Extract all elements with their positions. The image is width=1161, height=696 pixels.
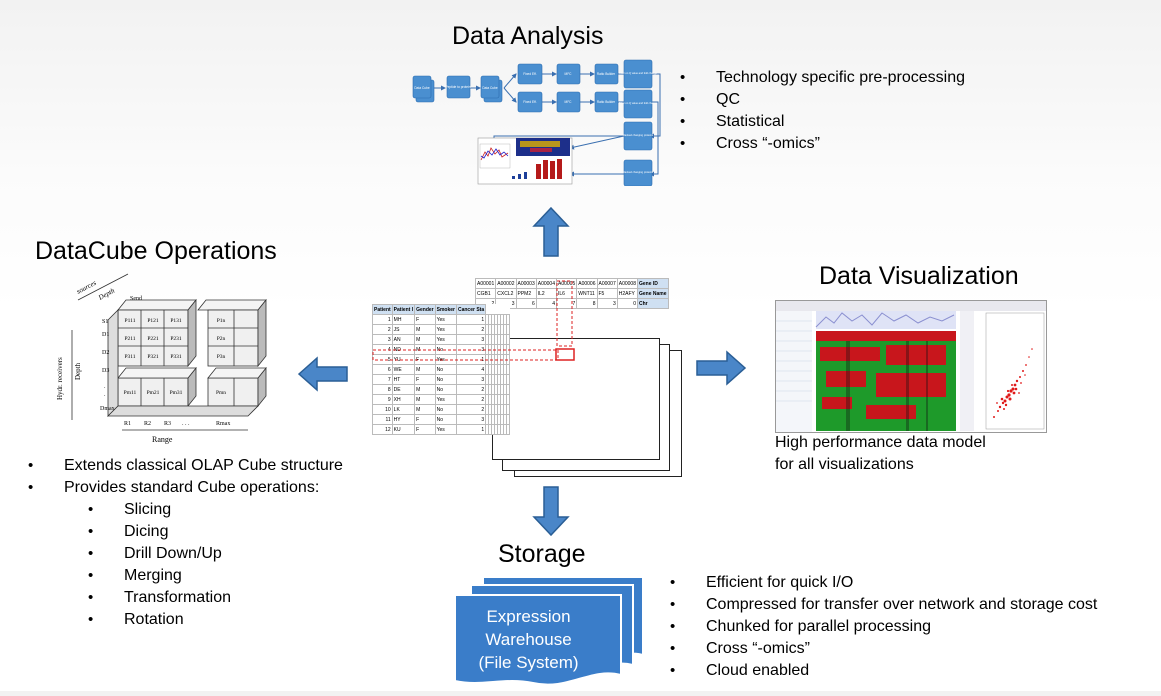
svg-text:.: . xyxy=(104,384,106,390)
svg-text:S1: S1 xyxy=(102,319,108,325)
warehouse-label: Expression Warehouse (File System) xyxy=(478,607,579,672)
svg-text:Send: Send xyxy=(130,296,142,302)
cube-operations-list: Slicing Dicing Drill Down/Up Merging Tra… xyxy=(88,499,231,631)
svg-text:Ratio Builder: Ratio Builder xyxy=(597,72,616,76)
cube-operation: Transformation xyxy=(88,587,231,609)
datacube-bullet: Provides standard Cube operations: xyxy=(28,477,343,499)
svg-text:P211: P211 xyxy=(124,336,135,342)
svg-text:R3: R3 xyxy=(164,421,171,427)
svg-text:Fixed Eff.: Fixed Eff. xyxy=(523,100,537,104)
svg-text:.: . xyxy=(104,392,106,398)
svg-text:P131: P131 xyxy=(170,318,182,324)
storage-bullet: Efficient for quick I/O xyxy=(670,572,1097,594)
chr-cell: 0 xyxy=(616,298,639,309)
svg-text:P2n: P2n xyxy=(217,336,226,342)
svg-text:Data Cube: Data Cube xyxy=(482,86,497,90)
cube-operation: Merging xyxy=(88,565,231,587)
svg-text:Range: Range xyxy=(152,435,173,444)
svg-text:R1: R1 xyxy=(124,421,131,427)
data-cell xyxy=(506,424,511,435)
caption-line: High performance data model xyxy=(775,434,986,451)
smoker-cell: Yes xyxy=(434,424,457,435)
svg-text:P221: P221 xyxy=(147,336,159,342)
caption-line: for all visualizations xyxy=(775,456,914,473)
right-arrow xyxy=(695,350,747,386)
datacube-bullet: Extends classical OLAP Cube structure xyxy=(28,455,343,477)
svg-text:Ratio Builder: Ratio Builder xyxy=(597,100,616,104)
svg-text:MFC: MFC xyxy=(565,100,573,104)
storage-bullet: Chunked for parallel processing xyxy=(670,616,1097,638)
svg-text:P3n: P3n xyxy=(217,354,226,360)
svg-text:Data Cube: Data Cube xyxy=(414,86,429,90)
datacube-bullets: Extends classical OLAP Cube structure Pr… xyxy=(28,455,343,499)
row-header-label: Chr xyxy=(637,298,669,309)
analysis-bullet: Technology specific pre-processing xyxy=(680,67,965,89)
svg-text:P121: P121 xyxy=(147,318,159,324)
svg-text:sources: sources xyxy=(75,279,98,296)
svg-text:Pmn: Pmn xyxy=(216,390,226,396)
svg-text:Depth: Depth xyxy=(74,362,82,380)
svg-text:. . .: . . . xyxy=(182,421,190,427)
analysis-bullet: Cross “-omics” xyxy=(680,133,965,155)
svg-text:D2: D2 xyxy=(102,350,109,356)
analysis-bullet: QC xyxy=(680,89,965,111)
olap-cube-diagram: sources Depth Send S1 Hydr. receivers De… xyxy=(48,270,288,448)
visualization-caption: High performance data model for all visu… xyxy=(775,432,986,476)
svg-text:Ranked changing proteins: Ranked changing proteins xyxy=(623,133,654,137)
up-arrow xyxy=(532,206,570,258)
svg-text:Fixed Eff.: Fixed Eff. xyxy=(523,72,537,76)
cube-operation: Drill Down/Up xyxy=(88,543,231,565)
svg-text:P1n: P1n xyxy=(217,318,226,324)
svg-text:P331: P331 xyxy=(170,354,182,360)
svg-text:D1: D1 xyxy=(102,332,109,338)
svg-text:Pm11: Pm11 xyxy=(124,390,137,396)
visualization-screenshot xyxy=(775,300,1047,433)
data-analysis-title: Data Analysis xyxy=(452,22,604,50)
expression-warehouse-box xyxy=(453,573,663,696)
patient-id-cell: KU xyxy=(391,424,416,435)
svg-text:Filter on Q value and fold cha: Filter on Q value and fold change xyxy=(619,71,658,75)
storage-bullet: Cross “-omics” xyxy=(670,638,1097,660)
storage-title: Storage xyxy=(498,540,586,568)
svg-text:Peptide to protein: Peptide to protein xyxy=(446,85,471,89)
svg-text:P231: P231 xyxy=(170,336,182,342)
cube-operation: Rotation xyxy=(88,609,231,631)
svg-text:P311: P311 xyxy=(124,354,135,360)
svg-text:P111: P111 xyxy=(125,318,136,324)
analysis-workflow-diagram: Data Cube Peptide to protein Data Cube F… xyxy=(412,56,670,187)
svg-text:MFC: MFC xyxy=(565,72,573,76)
svg-text:D3: D3 xyxy=(102,368,109,374)
cube-operation: Slicing xyxy=(88,499,231,521)
datacube-operations-title: DataCube Operations xyxy=(35,237,277,265)
down-arrow xyxy=(532,485,570,537)
svg-text:R2: R2 xyxy=(144,421,151,427)
storage-bullet: Compressed for transfer over network and… xyxy=(670,594,1097,616)
left-arrow xyxy=(297,356,349,392)
analysis-bullet: Statistical xyxy=(680,111,965,133)
cube-operation: Dicing xyxy=(88,521,231,543)
svg-text:Pm31: Pm31 xyxy=(170,390,183,396)
svg-text:P321: P321 xyxy=(147,354,159,360)
cancer-stage-cell: 1 xyxy=(455,424,487,435)
data-analysis-bullets: Technology specific pre-processing QC St… xyxy=(680,67,965,155)
svg-text:Ranked changing proteins: Ranked changing proteins xyxy=(623,170,654,174)
svg-text:Dmax: Dmax xyxy=(100,406,115,412)
svg-text:Rmax: Rmax xyxy=(216,421,230,427)
data-visualization-title: Data Visualization xyxy=(819,262,1019,290)
svg-text:Hydr. receivers: Hydr. receivers xyxy=(56,357,64,400)
svg-text:Filter on Q value and fold cha: Filter on Q value and fold change xyxy=(619,101,658,105)
storage-bullets: Efficient for quick I/O Compressed for t… xyxy=(670,572,1097,682)
svg-text:Pm21: Pm21 xyxy=(147,390,160,396)
storage-bullet: Cloud enabled xyxy=(670,660,1097,682)
